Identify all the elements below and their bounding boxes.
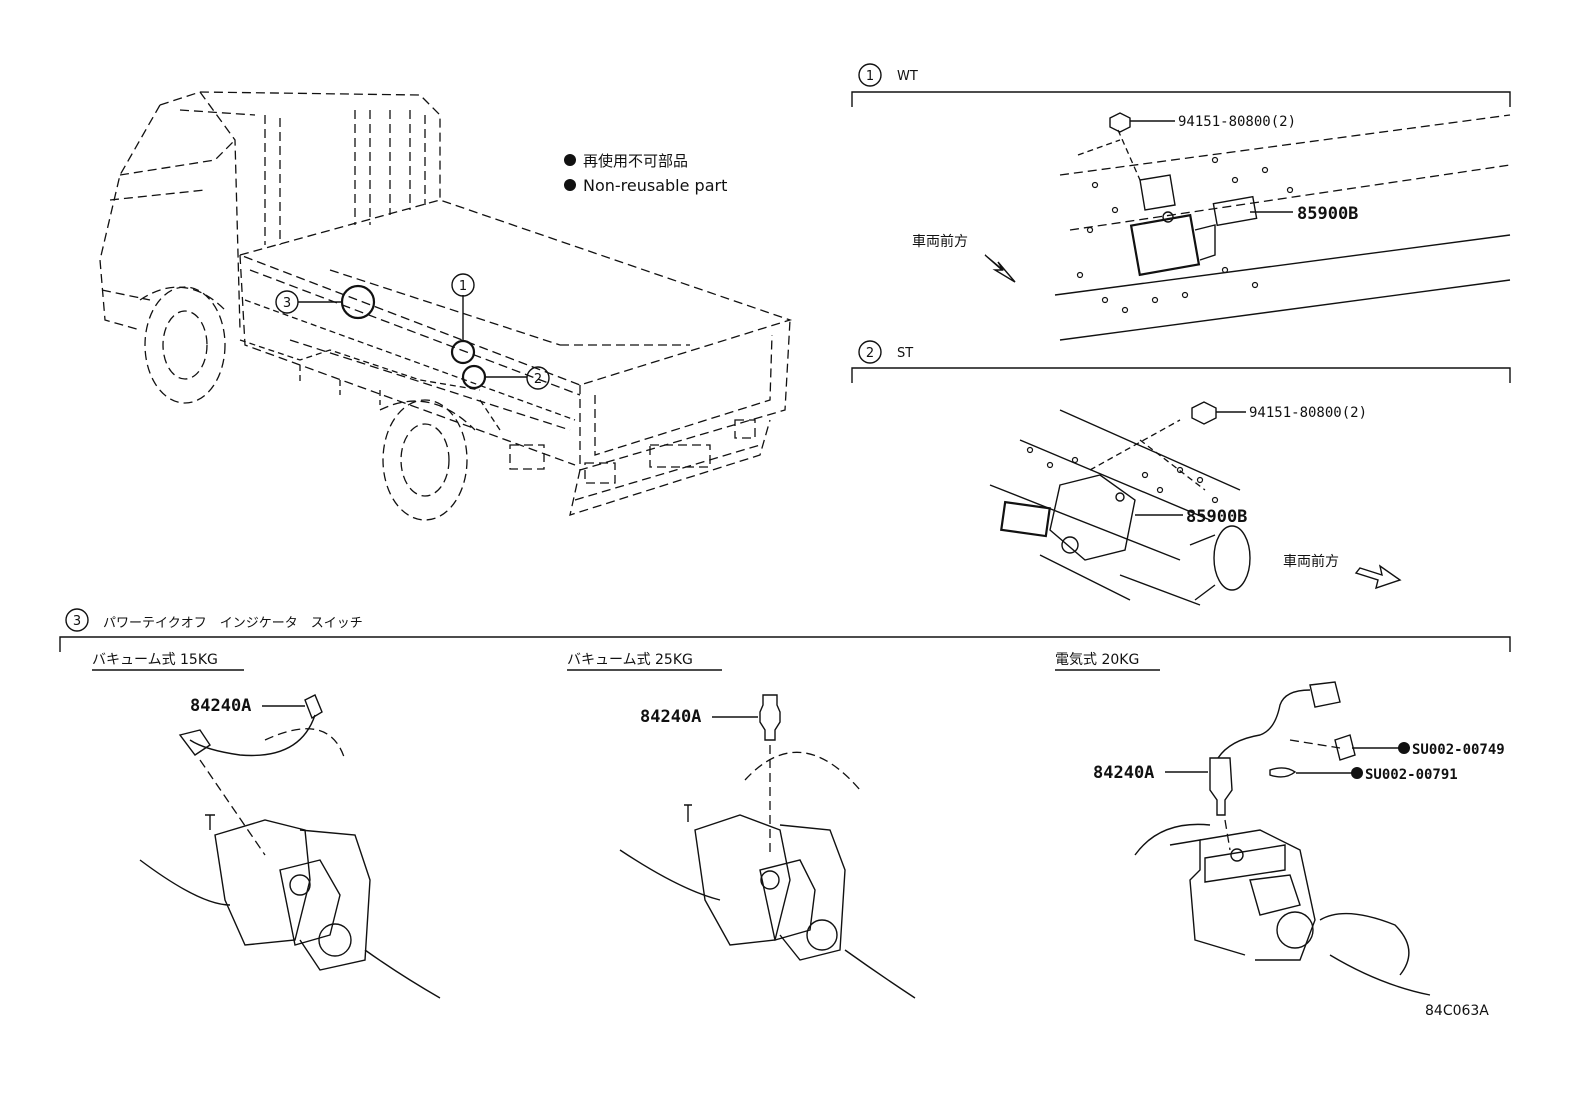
legend-jp: 再使用不可部品 xyxy=(583,152,688,170)
variant-3-heading: 電気式 20KG xyxy=(1055,652,1139,668)
section-2-title: ST xyxy=(897,346,913,361)
non-reusable-dot-icon xyxy=(1351,767,1363,779)
section-1-title: WT xyxy=(897,69,918,84)
callout-3: 3 xyxy=(283,296,291,311)
non-reusable-dot-icon xyxy=(564,154,576,166)
variant-2-heading: バキューム式 25KG xyxy=(567,652,693,668)
variant-3-drawing: 84240A SU002-00749 SU002-00791 xyxy=(1093,681,1505,996)
truck-illustration: 3 1 2 xyxy=(99,91,793,521)
variant-1-heading: バキューム式 15KG xyxy=(92,652,218,668)
s1-bolt-part-number: 94151-80800(2) xyxy=(1178,114,1296,130)
extra-part-1: SU002-00749 xyxy=(1412,742,1505,758)
section-3-pto-switch: 3 パワーテイクオフ インジケータ スイッチ バキューム式 15KG バキューム… xyxy=(59,608,1511,999)
legend: 再使用不可部品 Non-reusable part xyxy=(564,152,727,195)
callout-1: 1 xyxy=(459,279,467,294)
non-reusable-dot-icon xyxy=(1398,742,1410,754)
figure-id: 84C063A xyxy=(1425,1003,1489,1019)
s2-bolt-part-number: 94151-80800(2) xyxy=(1249,405,1367,421)
s1-direction-label: 車両前方 xyxy=(912,233,968,250)
section-2-st: 2 ST 94151-80800(2) 85900B 車両前方 xyxy=(851,340,1511,606)
callout-2: 2 xyxy=(534,372,542,387)
section-3-title: パワーテイクオフ インジケータ スイッチ xyxy=(103,616,363,631)
non-reusable-dot-icon xyxy=(564,179,576,191)
variant-2-part-number: 84240A xyxy=(640,707,701,727)
legend-en: Non-reusable part xyxy=(583,176,727,195)
variant-1-part-number: 84240A xyxy=(190,696,251,716)
section-1-number: 1 xyxy=(866,69,874,84)
s1-forward-arrow-icon xyxy=(984,254,1016,283)
s1-sensor-part-number: 85900B xyxy=(1297,204,1358,224)
variant-2-drawing: 84240A xyxy=(619,694,916,999)
s2-sensor-part-number: 85900B xyxy=(1186,507,1247,527)
s2-direction-label: 車両前方 xyxy=(1283,553,1339,570)
extra-part-2: SU002-00791 xyxy=(1365,767,1458,783)
variant-3-part-number: 84240A xyxy=(1093,763,1154,783)
section-2-number: 2 xyxy=(866,346,874,361)
section-3-number: 3 xyxy=(73,614,81,629)
s2-forward-arrow-icon xyxy=(1354,564,1402,590)
section-1-wt: 1 WT 94151-80800(2) 85900B 車両前方 xyxy=(851,63,1511,341)
variant-1-drawing: 84240A xyxy=(139,694,441,999)
